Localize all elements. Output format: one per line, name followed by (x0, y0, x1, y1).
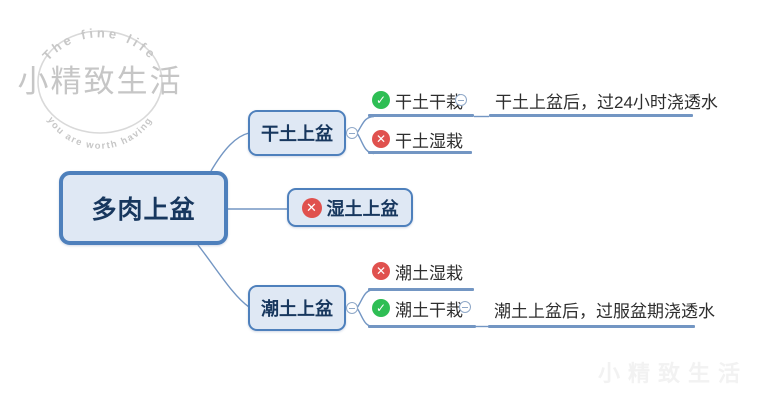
branch-line (368, 325, 476, 328)
branch-line (489, 114, 693, 117)
subtopic-label: 潮土干栽 (395, 300, 463, 320)
branch-line (368, 288, 474, 291)
subtopic-label: 干土干栽 (395, 92, 463, 112)
check-icon: ✓ (372, 91, 390, 109)
stamp-circle (37, 30, 163, 134)
branch-moist-label: 潮土上盆 (261, 299, 333, 319)
branch-topic-wet-soil[interactable]: ✕ 湿土上盆 (287, 188, 413, 227)
subtopic-dry-dry-planting[interactable]: ✓ 干土干栽 (372, 90, 463, 112)
branch-dry-label: 干土上盆 (261, 124, 333, 144)
branch-topic-moist-soil[interactable]: 潮土上盆 (248, 285, 346, 331)
subtopic-label: 潮土湿栽 (395, 263, 463, 283)
cross-icon: ✕ (372, 262, 390, 280)
cross-icon: ✕ (372, 130, 390, 148)
collapse-toggle-dry[interactable] (346, 127, 358, 139)
stamp-main-text: 小精致生活 (18, 64, 183, 99)
subtopic-moist-dry-planting[interactable]: ✓ 潮土干栽 (372, 298, 463, 320)
subtopic-moist-wet-planting[interactable]: ✕ 潮土湿栽 (372, 261, 463, 283)
note-dry-dry-watering[interactable]: 干土上盆后，过24小时浇透水 (495, 90, 718, 112)
collapse-toggle-dry-dry[interactable] (455, 94, 467, 106)
cross-icon: ✕ (301, 197, 322, 218)
note-label: 潮土上盆后，过服盆期浇透水 (494, 301, 715, 321)
collapse-toggle-moist[interactable] (346, 302, 358, 314)
branch-line (368, 151, 472, 154)
note-moist-dry-watering[interactable]: 潮土上盆后，过服盆期浇透水 (494, 299, 715, 321)
subtopic-dry-wet-planting[interactable]: ✕ 干土湿栽 (372, 129, 463, 151)
root-topic-label: 多肉上盆 (91, 196, 196, 224)
collapse-toggle-moist-dry[interactable] (459, 301, 471, 313)
root-topic[interactable]: 多肉上盆 (59, 171, 228, 245)
subtopic-label: 干土湿栽 (395, 131, 463, 151)
branch-wet-label: 湿土上盆 (326, 198, 399, 219)
branch-line (368, 114, 474, 117)
note-label: 干土上盆后，过24小时浇透水 (495, 92, 718, 112)
connector-root-to-dry (210, 132, 250, 172)
corner-watermark: 小精致生活 (598, 361, 749, 386)
branch-line (488, 325, 695, 328)
connector-root-to-moist (197, 244, 250, 308)
branch-topic-dry-soil[interactable]: 干土上盆 (248, 110, 346, 156)
check-icon: ✓ (372, 299, 390, 317)
brand-stamp-watermark: The fine life 小精致生活 you are worth having (18, 25, 183, 152)
